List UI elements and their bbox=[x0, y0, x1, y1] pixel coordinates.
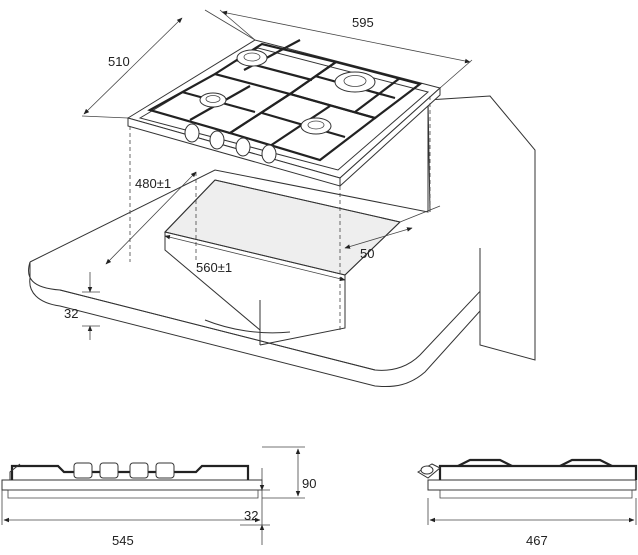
cabinet-wall bbox=[427, 95, 536, 361]
dim-560: 560±1 bbox=[164, 235, 346, 281]
dim-50-label: 50 bbox=[360, 246, 374, 261]
dim-32-bottom-label: 32 bbox=[244, 508, 258, 523]
burner-front-right bbox=[300, 117, 332, 135]
dim-32-bottom: 32 bbox=[240, 468, 270, 545]
control-knobs bbox=[184, 123, 277, 164]
burner-front-left bbox=[199, 92, 227, 108]
dim-90: 90 bbox=[262, 446, 316, 499]
dim-32-top: 32 bbox=[64, 272, 100, 340]
dim-510-label: 510 bbox=[108, 54, 130, 69]
dim-545-label: 545 bbox=[112, 533, 134, 548]
dim-480-label: 480±1 bbox=[135, 176, 171, 191]
dim-595-label: 595 bbox=[352, 15, 374, 30]
dim-595: 595 bbox=[219, 9, 473, 89]
dim-560-label: 560±1 bbox=[196, 260, 232, 275]
side-view: 467 bbox=[417, 458, 638, 548]
dim-50: 50 bbox=[344, 205, 441, 261]
dim-90-label: 90 bbox=[302, 476, 316, 491]
front-view-knobs bbox=[73, 462, 175, 479]
dim-510: 510 bbox=[81, 9, 256, 119]
dim-480: 480±1 bbox=[105, 171, 197, 265]
dim-467-label: 467 bbox=[526, 533, 548, 548]
dim-32-top-label: 32 bbox=[64, 306, 78, 321]
front-view: 545 bbox=[1, 462, 263, 548]
burner-back-right bbox=[334, 71, 376, 93]
burner-back-left bbox=[236, 49, 268, 67]
